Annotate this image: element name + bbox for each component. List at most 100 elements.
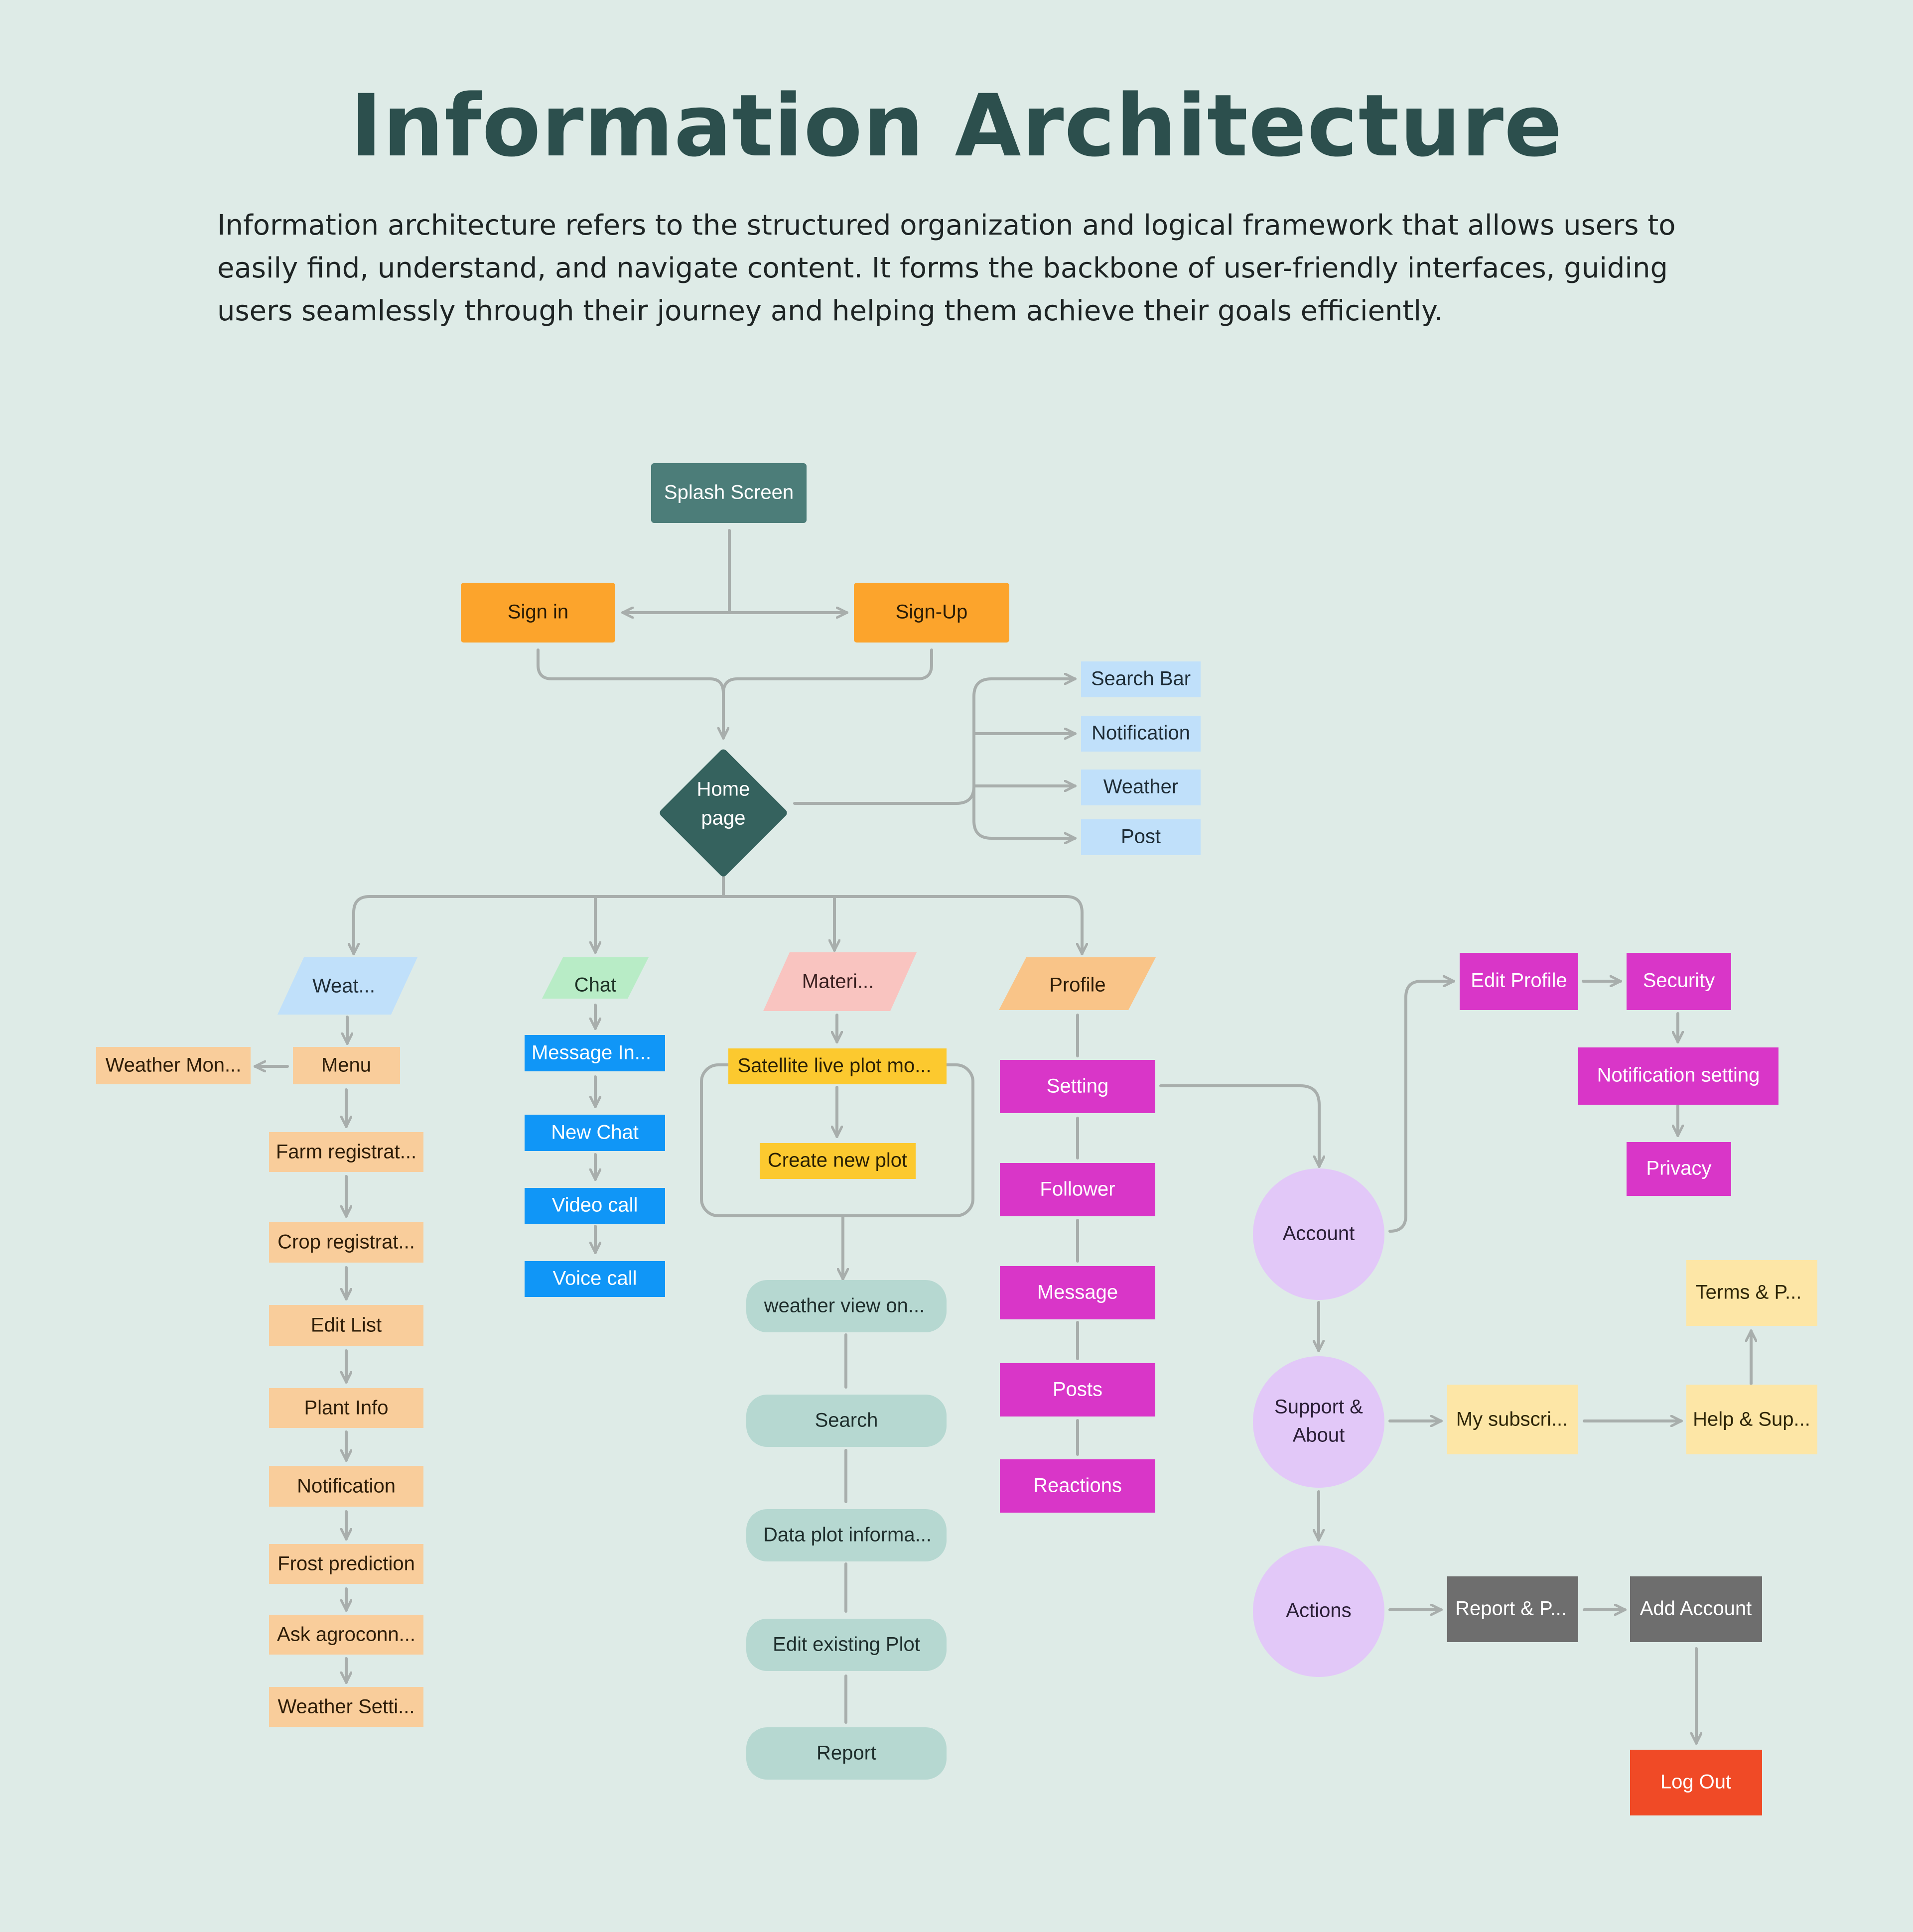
node-video-call[interactable]: Video call <box>525 1188 665 1224</box>
node-support-about[interactable]: Support & About <box>1253 1356 1384 1488</box>
node-message[interactable]: Message <box>1000 1266 1155 1319</box>
node-report-p[interactable]: Report & P... <box>1447 1576 1578 1642</box>
node-w-notification-label: Notification <box>297 1475 396 1497</box>
node-frost-prediction[interactable]: Frost prediction <box>269 1544 423 1584</box>
connector-signin-to-home <box>537 648 723 740</box>
node-actions[interactable]: Actions <box>1253 1546 1384 1677</box>
node-weather-view-shape <box>746 1280 947 1332</box>
node-weather-setti[interactable]: Weather Setti... <box>269 1687 423 1727</box>
node-weat-shape <box>277 957 417 1015</box>
node-create-plot-label: Create new plot <box>768 1150 907 1171</box>
node-sign-in[interactable]: Sign in <box>461 583 615 643</box>
node-crop-registrat[interactable]: Crop registrat... <box>269 1222 423 1263</box>
node-terms[interactable]: Terms & P... <box>1686 1260 1817 1326</box>
node-setting[interactable]: Setting <box>1000 1060 1155 1113</box>
node-w-notification-shape <box>269 1466 423 1507</box>
node-weather-view[interactable]: weather view on... <box>746 1280 947 1332</box>
node-reactions[interactable]: Reactions <box>1000 1459 1155 1513</box>
node-home-shape <box>660 749 787 877</box>
node-voice-call[interactable]: Voice call <box>525 1261 665 1297</box>
node-terms-label: Terms & P... <box>1696 1282 1802 1303</box>
node-ask-label: Ask agroconn... <box>277 1624 415 1646</box>
node-search-shape <box>746 1395 947 1447</box>
node-help-sup-label: Help & Sup... <box>1693 1409 1810 1430</box>
node-report[interactable]: Report <box>746 1727 947 1780</box>
node-edit-profile[interactable]: Edit Profile <box>1460 953 1578 1010</box>
node-support-shape <box>1253 1356 1384 1488</box>
node-edit-list-label: Edit List <box>311 1314 382 1336</box>
node-message-in-shape <box>525 1035 665 1071</box>
nodes: Splash Screen Sign in Sign-Up Home page … <box>96 463 1817 1815</box>
node-edit-profile-label: Edit Profile <box>1471 970 1567 992</box>
node-splash-screen[interactable]: Splash Screen <box>651 463 807 523</box>
node-plant-info[interactable]: Plant Info <box>269 1388 423 1428</box>
node-posts[interactable]: Posts <box>1000 1363 1155 1417</box>
node-message-in-label: Message In... <box>532 1042 651 1064</box>
node-account[interactable]: Account <box>1253 1168 1384 1300</box>
node-search-bar-shape <box>1081 661 1201 697</box>
node-search-bar-label: Search Bar <box>1091 668 1191 690</box>
node-my-subscri-shape <box>1447 1385 1578 1454</box>
node-security[interactable]: Security <box>1627 953 1731 1010</box>
node-data-plot-label: Data plot informa... <box>763 1524 932 1546</box>
node-menu[interactable]: Menu <box>293 1047 400 1084</box>
node-log-out-label: Log Out <box>1660 1771 1731 1793</box>
node-help-sup[interactable]: Help & Sup... <box>1686 1385 1817 1454</box>
node-search[interactable]: Search <box>746 1395 947 1447</box>
connector-setting-to-account <box>1159 1084 1319 1168</box>
node-satellite-shape <box>728 1048 947 1084</box>
node-materi[interactable]: Materi... <box>763 952 917 1011</box>
connector-account-to-edit-profile <box>1388 981 1455 1233</box>
node-sign-in-label: Sign in <box>508 601 568 623</box>
node-materi-label: Materi... <box>802 971 874 993</box>
node-weather[interactable]: Weather <box>1081 770 1201 805</box>
node-help-sup-shape <box>1686 1385 1817 1454</box>
node-post[interactable]: Post <box>1081 819 1201 855</box>
node-sign-up[interactable]: Sign-Up <box>854 583 1009 643</box>
node-follower-shape <box>1000 1163 1155 1216</box>
node-new-chat-label: New Chat <box>551 1122 639 1144</box>
node-create-plot[interactable]: Create new plot <box>760 1143 916 1179</box>
node-log-out[interactable]: Log Out <box>1630 1750 1762 1815</box>
node-message-in[interactable]: Message In... <box>525 1035 665 1071</box>
node-notification[interactable]: Notification <box>1081 716 1201 752</box>
node-post-label: Post <box>1121 826 1161 848</box>
connector-home-to-features <box>793 695 975 805</box>
node-data-plot[interactable]: Data plot informa... <box>746 1509 947 1561</box>
node-weather-mon[interactable]: Weather Mon... <box>96 1047 251 1084</box>
node-report-p-shape <box>1447 1576 1578 1642</box>
connector-signup-to-home <box>722 648 933 695</box>
node-add-account[interactable]: Add Account <box>1630 1576 1762 1642</box>
node-my-subscri[interactable]: My subscri... <box>1447 1385 1578 1454</box>
node-edit-plot[interactable]: Edit existing Plot <box>746 1619 947 1671</box>
node-farm-registrat[interactable]: Farm registrat... <box>269 1132 423 1172</box>
node-edit-plot-label: Edit existing Plot <box>773 1634 920 1656</box>
node-ask-shape <box>269 1615 423 1655</box>
node-weat[interactable]: Weat... <box>277 957 417 1015</box>
node-home-page[interactable]: Home page <box>658 748 789 878</box>
node-frost-shape <box>269 1544 423 1584</box>
node-edit-list[interactable]: Edit List <box>269 1305 423 1346</box>
node-security-shape <box>1627 953 1731 1010</box>
node-new-chat[interactable]: New Chat <box>525 1115 665 1151</box>
node-plant-info-label: Plant Info <box>304 1397 388 1419</box>
node-privacy[interactable]: Privacy <box>1627 1142 1731 1196</box>
node-w-notification[interactable]: Notification <box>269 1466 423 1507</box>
node-follower[interactable]: Follower <box>1000 1163 1155 1216</box>
node-video-call-shape <box>525 1188 665 1224</box>
node-menu-label: Menu <box>321 1054 371 1076</box>
node-satellite[interactable]: Satellite live plot mo... <box>728 1048 947 1084</box>
connector-to-post <box>972 784 1077 838</box>
node-search-bar[interactable]: Search Bar <box>1081 661 1201 697</box>
node-post-shape <box>1081 819 1201 855</box>
node-chat[interactable]: Chat <box>542 957 649 999</box>
node-sign-up-label: Sign-Up <box>896 601 968 623</box>
node-ask-agroconn[interactable]: Ask agroconn... <box>269 1615 423 1655</box>
node-setting-label: Setting <box>1047 1075 1109 1097</box>
node-add-account-shape <box>1630 1576 1762 1642</box>
node-weather-label: Weather <box>1103 776 1178 798</box>
node-profile[interactable]: Profile <box>999 957 1156 1010</box>
node-notification-setting[interactable]: Notification setting <box>1578 1047 1778 1105</box>
node-new-chat-shape <box>525 1115 665 1151</box>
page-description: Information architecture refers to the s… <box>217 209 1676 327</box>
